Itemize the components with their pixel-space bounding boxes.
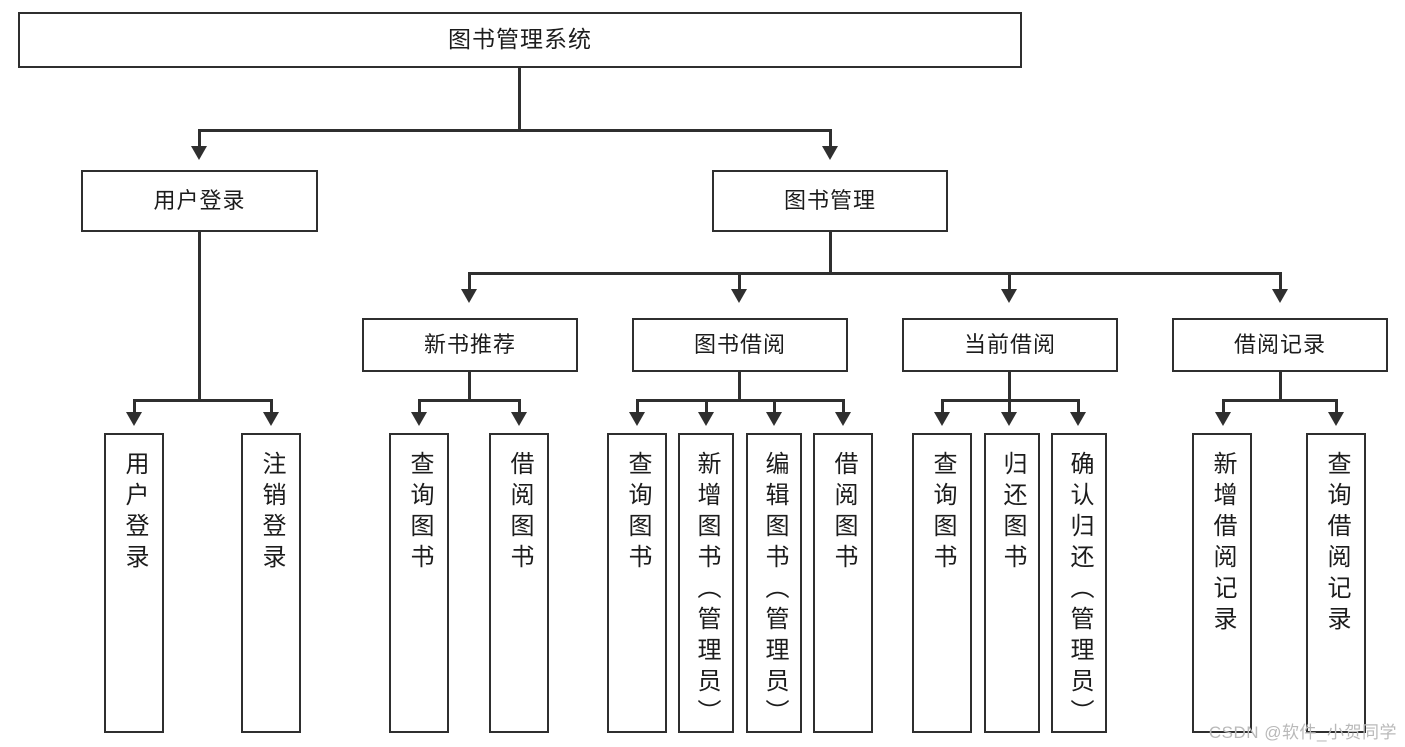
connector-user-login-drop-1	[133, 399, 136, 414]
leaf-user-login-login[interactable]: 用户登录	[104, 433, 164, 733]
connector-current-borrow-drop-3	[1077, 399, 1080, 414]
connector-book-borrow-drop-4	[842, 399, 845, 414]
node-label: 查询图书	[406, 451, 433, 575]
arrowhead-user-login-1	[126, 412, 142, 426]
connector-book-borrow-bus	[636, 399, 844, 402]
node-label: 借阅图书	[830, 451, 857, 575]
connector-new-book-drop-1	[418, 399, 421, 414]
node-label: 查询图书	[624, 451, 651, 575]
node-label: 新增图书（管理员）	[693, 451, 720, 730]
node-label: 注销登录	[258, 451, 285, 575]
connector-root-bus	[198, 129, 832, 132]
connector-borrow-record-drop-2	[1335, 399, 1338, 414]
leaf-borrow-record-add[interactable]: 新增借阅记录	[1192, 433, 1252, 733]
connector-level2-drop-2	[738, 272, 741, 292]
leaf-book-borrow-edit[interactable]: 编辑图书（管理员）	[746, 433, 802, 733]
arrowhead-to-book-management	[822, 146, 838, 160]
node-label: 借阅记录	[1233, 331, 1326, 357]
node-borrow-record[interactable]: 借阅记录	[1172, 318, 1388, 372]
connector-user-login-stem	[198, 232, 201, 401]
arrowhead-book-borrow-1	[629, 412, 645, 426]
arrowhead-current-borrow-1	[934, 412, 950, 426]
connector-current-borrow-drop-2	[1008, 399, 1011, 414]
node-label: 查询借阅记录	[1323, 451, 1350, 637]
arrowhead-borrow-record-1	[1215, 412, 1231, 426]
node-new-book-recommend[interactable]: 新书推荐	[362, 318, 578, 372]
arrowhead-new-book-1	[411, 412, 427, 426]
arrowhead-current-borrow-2	[1001, 412, 1017, 426]
connector-current-borrow-drop-1	[941, 399, 944, 414]
leaf-current-borrow-confirm[interactable]: 确认归还（管理员）	[1051, 433, 1107, 733]
connector-level2-drop-3	[1008, 272, 1011, 292]
arrowhead-book-borrow-2	[698, 412, 714, 426]
node-label: 确认归还（管理员）	[1066, 451, 1093, 730]
leaf-new-book-query[interactable]: 查询图书	[389, 433, 449, 733]
node-label: 当前借阅	[963, 331, 1056, 357]
leaf-current-borrow-return[interactable]: 归还图书	[984, 433, 1040, 733]
connector-level2-drop-4	[1279, 272, 1282, 292]
node-label: 编辑图书（管理员）	[761, 451, 788, 730]
connector-root-drop-right	[829, 129, 832, 149]
arrowhead-level2-2	[731, 289, 747, 303]
connector-root-drop-left	[198, 129, 201, 149]
connector-borrow-record-bus	[1222, 399, 1338, 402]
connector-new-book-bus	[418, 399, 521, 402]
node-label: 借阅图书	[506, 451, 533, 575]
connector-level2-bus	[468, 272, 1282, 275]
node-book-borrow[interactable]: 图书借阅	[632, 318, 848, 372]
arrowhead-new-book-2	[511, 412, 527, 426]
arrowhead-borrow-record-2	[1328, 412, 1344, 426]
node-label: 图书管理	[783, 187, 876, 213]
arrowhead-book-borrow-4	[835, 412, 851, 426]
connector-book-borrow-stem	[738, 372, 741, 402]
node-book-management[interactable]: 图书管理	[712, 170, 948, 232]
node-label: 归还图书	[999, 451, 1026, 575]
arrowhead-book-borrow-3	[766, 412, 782, 426]
node-label: 新增借阅记录	[1209, 451, 1236, 637]
arrowhead-level2-3	[1001, 289, 1017, 303]
leaf-book-borrow-add[interactable]: 新增图书（管理员）	[678, 433, 734, 733]
node-label: 新书推荐	[423, 331, 516, 357]
connector-new-book-drop-2	[518, 399, 521, 414]
connector-borrow-record-stem	[1279, 372, 1282, 402]
node-current-borrow[interactable]: 当前借阅	[902, 318, 1118, 372]
node-user-login[interactable]: 用户登录	[81, 170, 318, 232]
leaf-user-login-logout[interactable]: 注销登录	[241, 433, 301, 733]
connector-current-borrow-stem	[1008, 372, 1011, 402]
node-label: 用户登录	[153, 187, 246, 213]
arrowhead-user-login-2	[263, 412, 279, 426]
connector-book-management-stem	[829, 232, 832, 274]
node-label: 图书管理系统	[448, 26, 592, 53]
arrowhead-current-borrow-3	[1070, 412, 1086, 426]
leaf-current-borrow-query[interactable]: 查询图书	[912, 433, 972, 733]
node-root-system[interactable]: 图书管理系统	[18, 12, 1022, 68]
connector-user-login-bus	[133, 399, 272, 402]
node-label: 查询图书	[929, 451, 956, 575]
connector-new-book-stem	[468, 372, 471, 402]
connector-user-login-drop-2	[270, 399, 273, 414]
leaf-book-borrow-borrow[interactable]: 借阅图书	[813, 433, 873, 733]
node-label: 图书借阅	[693, 331, 786, 357]
arrowhead-level2-1	[461, 289, 477, 303]
connector-borrow-record-drop-1	[1222, 399, 1225, 414]
leaf-new-book-borrow[interactable]: 借阅图书	[489, 433, 549, 733]
connector-level2-drop-1	[468, 272, 471, 292]
connector-root-stem	[518, 68, 521, 130]
arrowhead-to-user-login	[191, 146, 207, 160]
connector-book-borrow-drop-3	[773, 399, 776, 414]
connector-book-borrow-drop-2	[705, 399, 708, 414]
node-label: 用户登录	[121, 451, 148, 575]
connector-book-borrow-drop-1	[636, 399, 639, 414]
leaf-book-borrow-query[interactable]: 查询图书	[607, 433, 667, 733]
arrowhead-level2-4	[1272, 289, 1288, 303]
leaf-borrow-record-query[interactable]: 查询借阅记录	[1306, 433, 1366, 733]
